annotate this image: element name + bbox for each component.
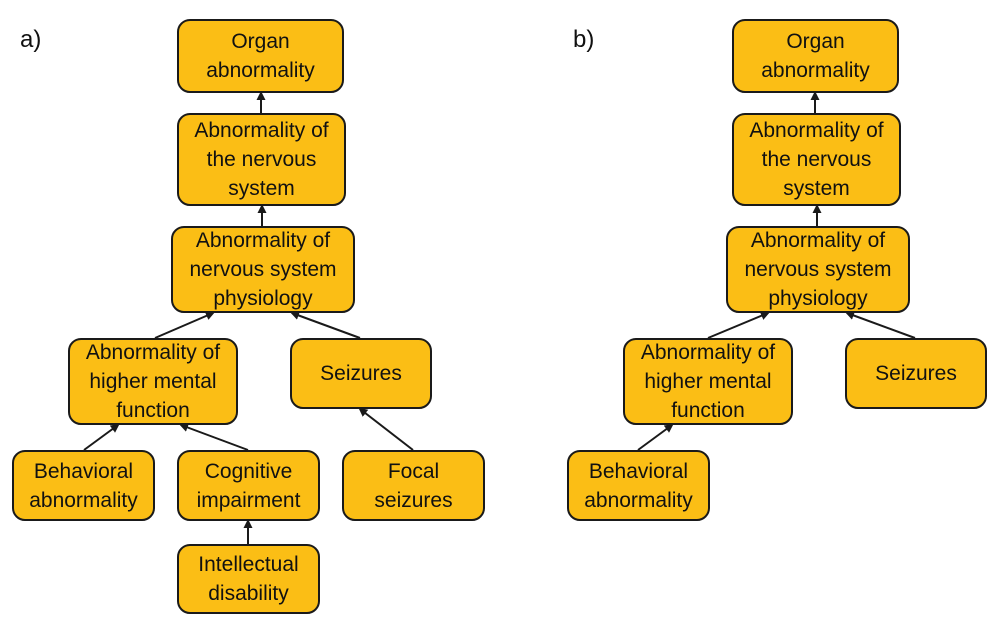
node-a-higher-mental-function: Abnormality of higher mental function: [68, 338, 238, 425]
edge-a-seizures-to-physiology: [290, 311, 361, 339]
node-b-seizures: Seizures: [845, 338, 987, 409]
edge-b-seizures-to-physiology: [845, 311, 916, 339]
edge-a-focal-to-seizures: [358, 407, 414, 451]
node-b-organ-abnormality: Organ abnormality: [732, 19, 899, 93]
node-a-behavioral-abnormality: Behavioral abnormality: [12, 450, 155, 521]
node-a-cognitive-impairment: Cognitive impairment: [177, 450, 320, 521]
node-a-seizures: Seizures: [290, 338, 432, 409]
node-a-nervous-system-physiology: Abnormality of nervous system physiology: [171, 226, 355, 313]
edge-b-mental-to-physiology: [707, 311, 770, 339]
node-b-nervous-system-abnormality: Abnormality of the nervous system: [732, 113, 901, 206]
node-a-nervous-system-abnormality: Abnormality of the nervous system: [177, 113, 346, 206]
node-b-nervous-system-physiology: Abnormality of nervous system physiology: [726, 226, 910, 313]
node-a-organ-abnormality: Organ abnormality: [177, 19, 344, 93]
edge-b-behavioral-to-mental: [637, 423, 674, 451]
edge-a-cognitive-to-mental: [179, 423, 249, 451]
node-b-higher-mental-function: Abnormality of higher mental function: [623, 338, 793, 425]
node-a-intellectual-disability: Intellectual disability: [177, 544, 320, 614]
node-b-behavioral-abnormality: Behavioral abnormality: [567, 450, 710, 521]
panel-label-b: b): [573, 26, 595, 53]
edge-a-mental-to-physiology: [154, 311, 215, 339]
panel-label-a: a): [20, 26, 42, 53]
node-a-focal-seizures: Focal seizures: [342, 450, 485, 521]
edge-a-behavioral-to-mental: [83, 423, 120, 451]
